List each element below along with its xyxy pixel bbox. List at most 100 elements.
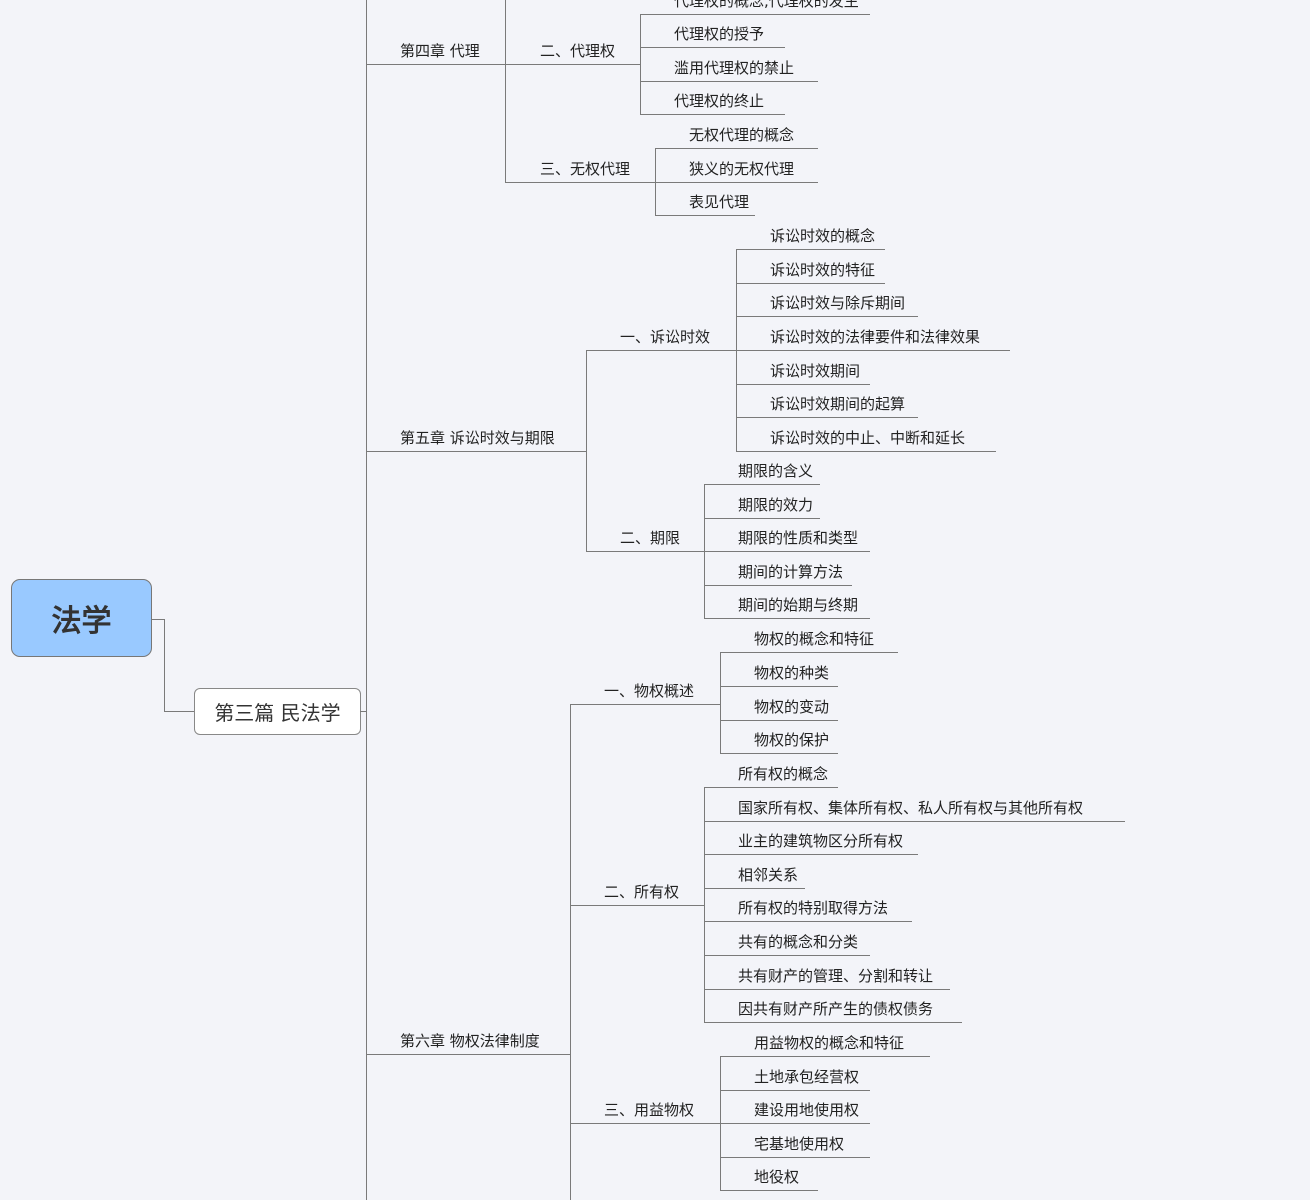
root-node-label: 法学 [51,604,112,639]
topic-node[interactable]: 期限的效力 [738,496,814,514]
section-node[interactable]: 二、所有权 [604,883,680,901]
section-underline [586,350,736,351]
section-branch-line [570,704,571,1200]
part-node[interactable]: 第三篇 民法学 [194,688,361,735]
topic-node[interactable]: 物权的变动 [754,698,830,716]
topic-underline [736,384,870,385]
topic-underline [704,888,805,889]
topic-node[interactable]: 诉讼时效与除斥期间 [770,294,906,312]
section-underline [505,64,640,65]
topic-underline [704,1022,962,1023]
topic-underline [736,316,918,317]
topic-node[interactable]: 诉讼时效的概念 [770,227,876,245]
connector-line [360,711,366,712]
topic-node[interactable]: 共有财产的管理、分割和转让 [738,967,934,985]
topic-underline [640,114,785,115]
section-underline [586,551,704,552]
topic-node[interactable]: 狭义的无权代理 [689,160,795,178]
topic-node[interactable]: 土地承包经营权 [754,1068,860,1086]
topic-node[interactable]: 诉讼时效期间 [770,362,861,380]
section-underline [570,905,704,906]
topic-underline [720,1157,870,1158]
root-node[interactable]: 法学 [11,579,152,657]
topic-node[interactable]: 共有的概念和分类 [738,933,859,951]
connector-line [164,619,165,711]
chapter-node[interactable]: 第六章 物权法律制度 [400,1032,540,1050]
topic-underline [640,81,818,82]
topic-branch-line [720,652,721,753]
section-node[interactable]: 一、物权概述 [604,682,695,700]
topic-underline [720,1056,930,1057]
chapter-node[interactable]: 第五章 诉讼时效与期限 [400,429,555,447]
trunk-line [366,0,367,1200]
topic-node[interactable]: 用益物权的概念和特征 [754,1034,905,1052]
topic-underline [736,283,885,284]
topic-underline [720,720,838,721]
topic-node[interactable]: 建设用地使用权 [754,1101,860,1119]
section-node[interactable]: 二、期限 [620,529,681,547]
topic-node[interactable]: 期间的始期与终期 [738,596,859,614]
connector-line [164,711,194,712]
topic-underline [704,854,918,855]
topic-underline [704,921,912,922]
topic-node[interactable]: 相邻关系 [738,866,799,884]
section-node[interactable]: 三、用益物权 [604,1101,695,1119]
topic-node[interactable]: 诉讼时效的中止、中断和延长 [770,429,966,447]
topic-node[interactable]: 宅基地使用权 [754,1135,845,1153]
topic-node[interactable]: 国家所有权、集体所有权、私人所有权与其他所有权 [738,799,1084,817]
topic-underline [720,1123,870,1124]
topic-underline [655,148,818,149]
topic-underline [704,618,870,619]
connector-line [152,619,164,620]
topic-node[interactable]: 诉讼时效期间的起算 [770,395,906,413]
topic-node[interactable]: 物权的保护 [754,731,830,749]
topic-underline [704,551,870,552]
chapter-underline [366,64,505,65]
chapter-underline [366,1054,570,1055]
topic-underline [736,417,918,418]
topic-underline [640,14,870,15]
topic-node[interactable]: 因共有财产所产生的债权债务 [738,1000,934,1018]
topic-underline [736,350,1010,351]
topic-node[interactable]: 诉讼时效的法律要件和法律效果 [770,328,981,346]
topic-underline [704,955,870,956]
section-node[interactable]: 一、诉讼时效 [620,328,711,346]
section-underline [570,704,720,705]
topic-node[interactable]: 期限的性质和类型 [738,529,859,547]
section-node[interactable]: 三、无权代理 [540,160,631,178]
topic-node[interactable]: 地役权 [754,1168,800,1186]
section-branch-line [505,0,506,182]
topic-underline [704,787,838,788]
topic-node[interactable]: 代理权的终止 [674,92,765,110]
chapter-underline [366,451,586,452]
topic-underline [704,821,1125,822]
topic-node[interactable]: 所有权的概念 [738,765,829,783]
topic-node[interactable]: 表见代理 [689,193,750,211]
topic-node[interactable]: 无权代理的概念 [689,126,795,144]
topic-underline [704,989,950,990]
topic-node[interactable]: 物权的种类 [754,664,830,682]
topic-underline [640,47,785,48]
topic-branch-line [704,787,705,1022]
topic-underline [704,518,820,519]
chapter-node[interactable]: 第四章 代理 [400,42,480,60]
topic-node[interactable]: 业主的建筑物区分所有权 [738,832,904,850]
topic-node[interactable]: 物权的概念和特征 [754,630,875,648]
topic-node[interactable]: 代理权的概念,代理权的发生 [674,0,859,10]
topic-underline [704,484,820,485]
topic-underline [736,249,885,250]
topic-underline [736,451,996,452]
topic-node[interactable]: 期间的计算方法 [738,563,844,581]
topic-underline [720,652,898,653]
topic-underline [655,215,755,216]
part-node-label: 第三篇 民法学 [214,701,341,725]
topic-node[interactable]: 期限的含义 [738,462,814,480]
topic-node[interactable]: 滥用代理权的禁止 [674,59,795,77]
section-node[interactable]: 二、代理权 [540,42,616,60]
topic-underline [720,1190,818,1191]
topic-node[interactable]: 诉讼时效的特征 [770,261,876,279]
topic-underline [655,182,818,183]
section-branch-line [586,350,587,551]
topic-node[interactable]: 代理权的授予 [674,25,765,43]
topic-node[interactable]: 所有权的特别取得方法 [738,899,889,917]
